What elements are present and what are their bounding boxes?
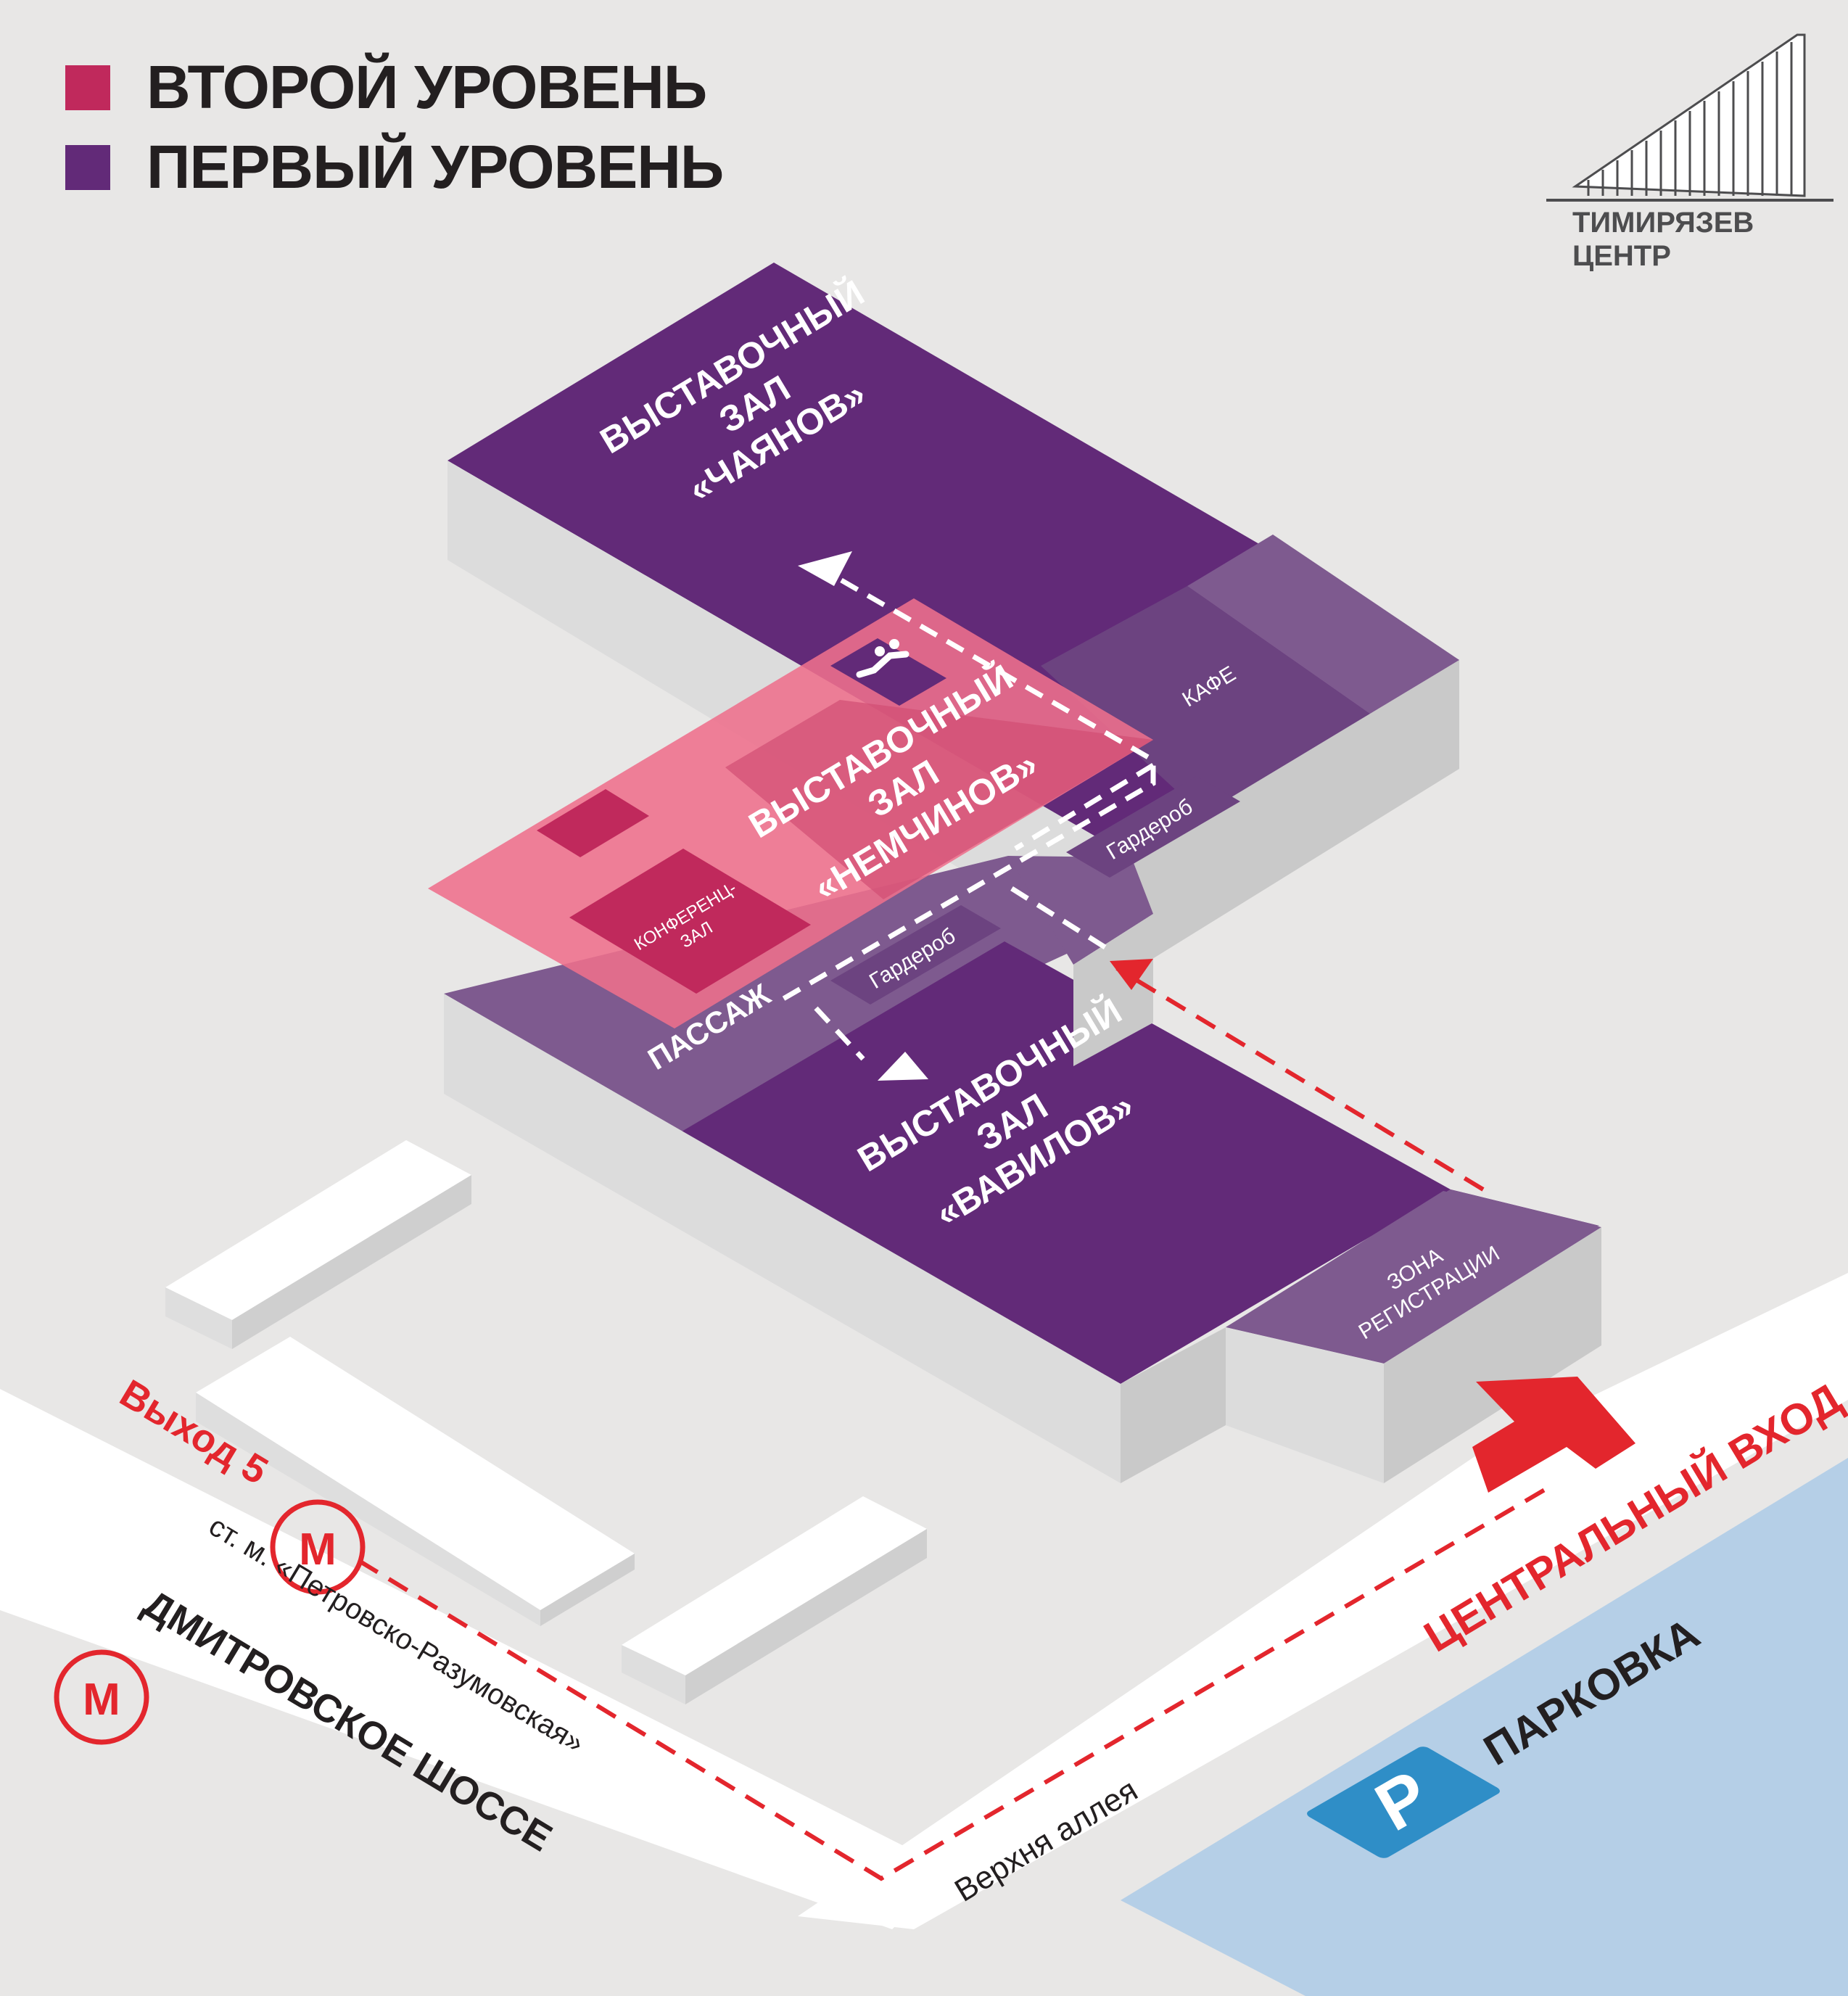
parking-area xyxy=(1121,1458,1848,1996)
escalator-icon xyxy=(830,638,946,706)
metro-sign-2: М xyxy=(83,1675,120,1725)
conference-room xyxy=(569,849,811,994)
arrow-to-vavilov xyxy=(878,1052,928,1081)
logo-line2: ЦЕНТР xyxy=(1572,240,1671,272)
logo-text: ТИМИРЯЗЕВ ЦЕНТР xyxy=(1572,206,1754,273)
indoor-routes xyxy=(778,577,1156,1061)
legend-label-first-level: ПЕРВЫЙ УРОВЕНЬ xyxy=(147,133,724,201)
metro-icon: М xyxy=(270,1499,366,1595)
legend-swatch-second-level xyxy=(65,65,110,110)
parking-icon: P xyxy=(1307,1746,1500,1858)
highway-road xyxy=(0,1389,954,1929)
main-entrance-arrow xyxy=(1472,1377,1635,1493)
legend-swatch-first-level xyxy=(65,145,110,190)
logo-icon xyxy=(1546,33,1833,202)
arrow-to-chayanov xyxy=(798,551,852,586)
side-buildings xyxy=(165,1140,927,1704)
logo-line1: ТИМИРЯЗЕВ xyxy=(1572,207,1754,239)
outdoor-route xyxy=(358,966,1554,1881)
metro-icon: М xyxy=(54,1649,149,1745)
route-arrow-head xyxy=(1110,959,1153,990)
legend-label-second-level: ВТОРОЙ УРОВЕНЬ xyxy=(147,53,707,121)
wardrobe-lower-plate xyxy=(830,905,1001,1005)
wardrobe-upper-plate xyxy=(1066,776,1240,878)
second-level-overlay xyxy=(428,598,1153,1028)
metro-sign-1: М xyxy=(299,1525,337,1575)
